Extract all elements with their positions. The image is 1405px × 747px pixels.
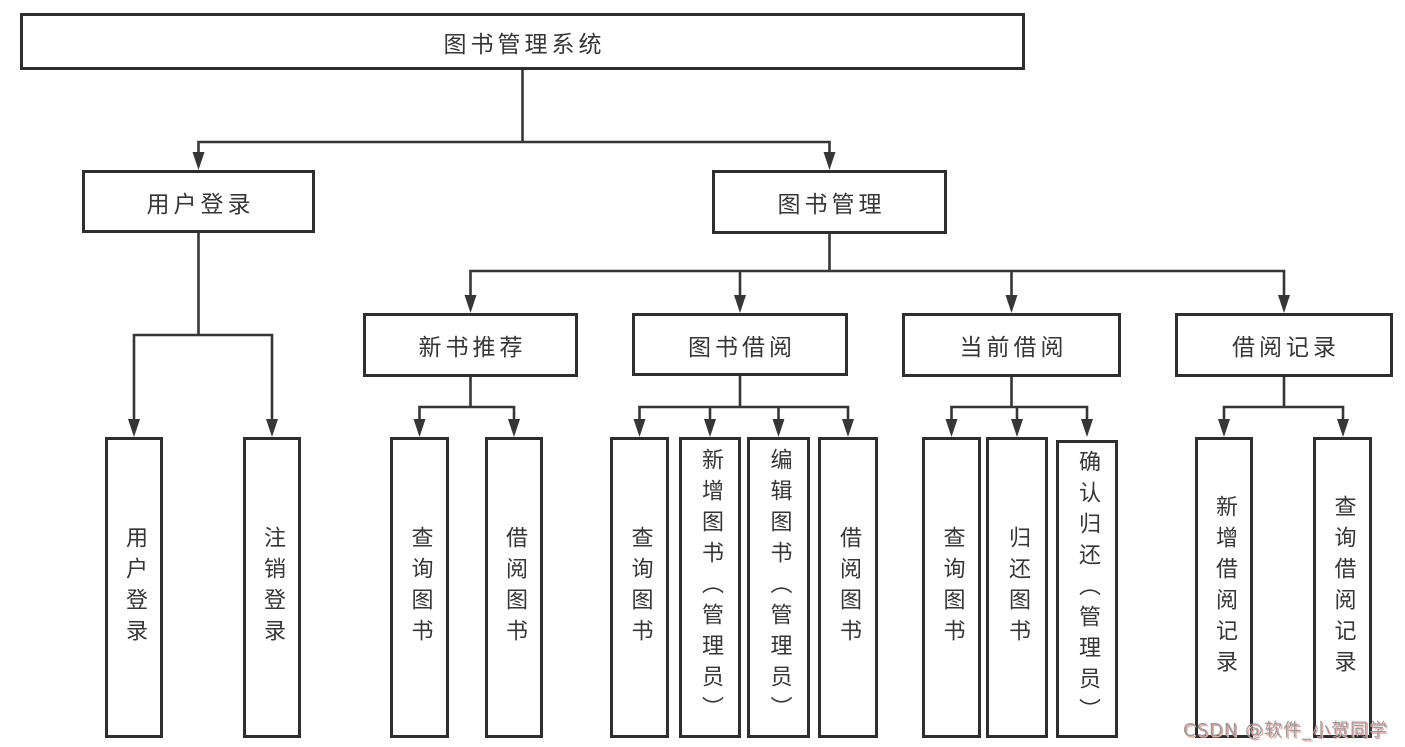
connector-user-login-children	[128, 231, 278, 437]
node-book-management: 图书管理	[712, 170, 947, 234]
leaf-logout: 注销登录	[243, 437, 301, 738]
connector-borrow-record-children	[1218, 375, 1349, 437]
node-current-borrowing: 当前借阅	[902, 313, 1121, 377]
node-user-login: 用户登录	[82, 170, 315, 233]
connector-book-mgmt-children	[464, 232, 1290, 313]
node-root: 图书管理系统	[20, 13, 1025, 70]
leaf-add-book-admin: 新增图书（管理员）	[679, 437, 741, 738]
leaf-user-login: 用户登录	[105, 437, 163, 738]
node-new-book-recommendation: 新书推荐	[363, 313, 578, 377]
leaf-return-book: 归还图书	[986, 437, 1048, 738]
connector-root-to-level2	[192, 68, 836, 170]
leaf-query-book-borrow: 查询图书	[610, 437, 669, 738]
leaf-edit-book-admin: 编辑图书（管理员）	[747, 437, 810, 738]
connector-book-borrow-children	[633, 374, 854, 437]
leaf-query-borrow-record: 查询借阅记录	[1313, 437, 1372, 738]
leaf-confirm-return-admin: 确认归还（管理员）	[1056, 440, 1118, 738]
leaf-borrow-book-borrow: 借阅图书	[818, 437, 878, 738]
node-borrowing-records: 借阅记录	[1175, 313, 1393, 377]
csdn-watermark: CSDN @软件_小贺同学	[1183, 720, 1389, 741]
connector-new-book-rec-children	[413, 375, 520, 437]
leaf-query-book-current: 查询图书	[922, 437, 981, 738]
leaf-borrow-book-rec: 借阅图书	[485, 437, 543, 738]
leaf-query-book-rec: 查询图书	[390, 437, 449, 738]
leaf-add-borrow-record: 新增借阅记录	[1195, 437, 1253, 738]
node-book-borrowing: 图书借阅	[632, 313, 848, 376]
connector-current-borrow-children	[945, 375, 1093, 437]
